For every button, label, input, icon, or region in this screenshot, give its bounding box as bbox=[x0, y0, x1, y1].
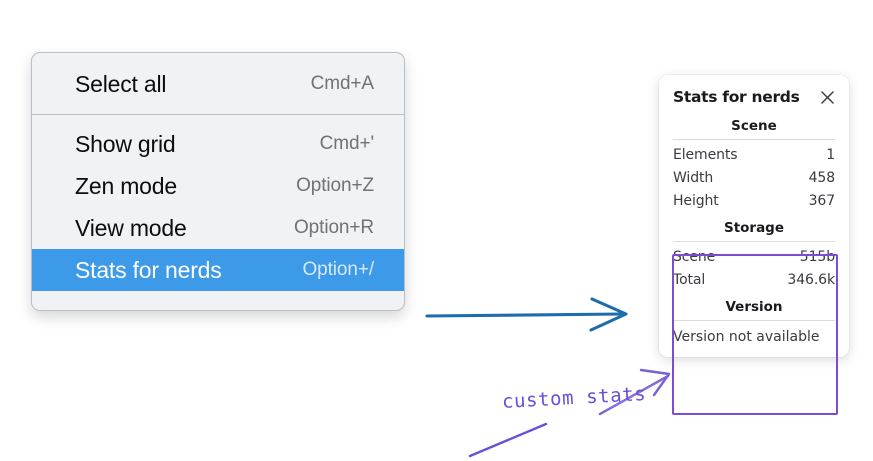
purple-underline-stroke bbox=[468, 422, 548, 458]
close-icon[interactable] bbox=[819, 89, 836, 106]
stat-value: 367 bbox=[808, 193, 836, 210]
section-heading: Storage bbox=[723, 220, 785, 237]
menu-item-stats-for-nerds[interactable]: Stats for nerds Option+/ bbox=[32, 249, 404, 291]
menu-item-label: Zen mode bbox=[75, 172, 177, 199]
handwritten-annotation-label: custom stats bbox=[501, 382, 647, 413]
menu-item-label: View mode bbox=[75, 214, 187, 241]
stats-section-version: Version Version not available bbox=[659, 291, 849, 347]
section-rule bbox=[673, 139, 835, 140]
section-rule bbox=[673, 320, 835, 322]
stats-section-scene: Scene Elements 1 Width 458 Height 367 bbox=[659, 110, 849, 212]
menu-item-label: Show grid bbox=[75, 130, 176, 157]
stats-for-nerds-panel: Stats for nerds Scene Elements 1 Width 4… bbox=[659, 75, 849, 358]
canvas-context-menu[interactable]: Select all Cmd+A Show grid Cmd+' Zen mod… bbox=[31, 52, 405, 311]
menu-item-view-mode[interactable]: View mode Option+R bbox=[32, 207, 404, 249]
stat-row: Total 346.6k bbox=[673, 268, 835, 291]
menu-item-shortcut: Cmd+' bbox=[319, 133, 374, 154]
stat-key: Total bbox=[673, 272, 706, 289]
stat-row: Scene 515b bbox=[673, 245, 835, 268]
menu-item-select-all[interactable]: Select all Cmd+A bbox=[32, 63, 404, 105]
stats-panel-header: Stats for nerds bbox=[659, 75, 849, 110]
stat-key: Elements bbox=[673, 147, 738, 163]
stat-value: 515b bbox=[799, 249, 835, 266]
menu-group-1: Select all Cmd+A bbox=[32, 53, 404, 114]
stat-key: Height bbox=[673, 193, 719, 210]
stat-row: Width 458 bbox=[673, 166, 835, 189]
menu-item-shortcut: Option+Z bbox=[296, 175, 374, 196]
menu-footer-spacer bbox=[32, 291, 404, 310]
stat-key: Width bbox=[673, 170, 714, 187]
menu-item-label: Stats for nerds bbox=[75, 256, 222, 283]
menu-group-2: Show grid Cmd+' Zen mode Option+Z View m… bbox=[32, 115, 404, 310]
menu-divider bbox=[32, 114, 404, 115]
menu-item-shortcut: Cmd+A bbox=[310, 73, 374, 94]
blue-arrow bbox=[425, 297, 628, 332]
section-heading: Scene bbox=[731, 118, 777, 134]
menu-item-zen-mode[interactable]: Zen mode Option+Z bbox=[32, 165, 404, 207]
panel-title: Stats for nerds bbox=[673, 88, 800, 106]
version-note: Version not available bbox=[673, 329, 820, 346]
stats-section-storage: Storage Scene 515b Total 346.6k bbox=[659, 212, 849, 291]
stat-key: Scene bbox=[673, 249, 716, 266]
stat-value: 346.6k bbox=[787, 272, 835, 289]
menu-item-shortcut: Option+R bbox=[294, 217, 374, 238]
stat-row: Elements 1 bbox=[673, 143, 835, 166]
stat-value: 458 bbox=[808, 170, 836, 187]
section-rule bbox=[673, 241, 835, 243]
section-heading: Version bbox=[725, 299, 783, 316]
stat-row: Height 367 bbox=[673, 189, 835, 212]
menu-item-label: Select all bbox=[75, 70, 167, 97]
stat-value: 1 bbox=[826, 147, 835, 163]
menu-item-shortcut: Option+/ bbox=[302, 259, 374, 280]
menu-item-show-grid[interactable]: Show grid Cmd+' bbox=[32, 123, 404, 165]
